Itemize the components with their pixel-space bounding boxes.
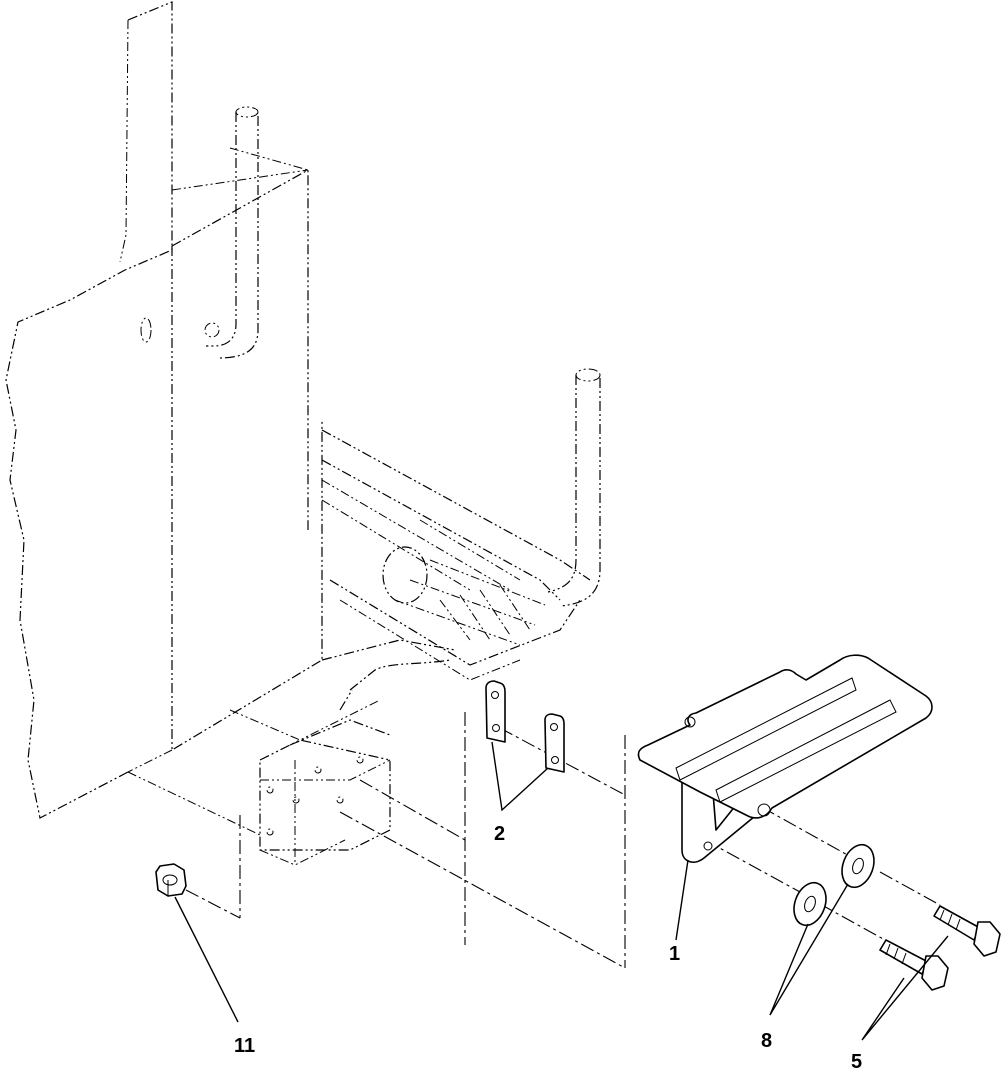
callout-1: 1 xyxy=(669,943,680,965)
washers xyxy=(793,843,875,927)
callout-5: 5 xyxy=(851,1051,862,1073)
phantom-structure xyxy=(5,1,601,866)
callouts: 1 2 5 8 11 xyxy=(234,823,862,1073)
leader-lines xyxy=(174,741,949,1041)
shim-plates xyxy=(485,680,565,773)
flange-nut xyxy=(155,863,187,897)
callout-8: 8 xyxy=(761,1030,772,1052)
bolts xyxy=(879,905,1001,991)
callout-2: 2 xyxy=(494,823,505,845)
footrest-bracket xyxy=(637,654,933,863)
callout-11: 11 xyxy=(234,1035,255,1057)
